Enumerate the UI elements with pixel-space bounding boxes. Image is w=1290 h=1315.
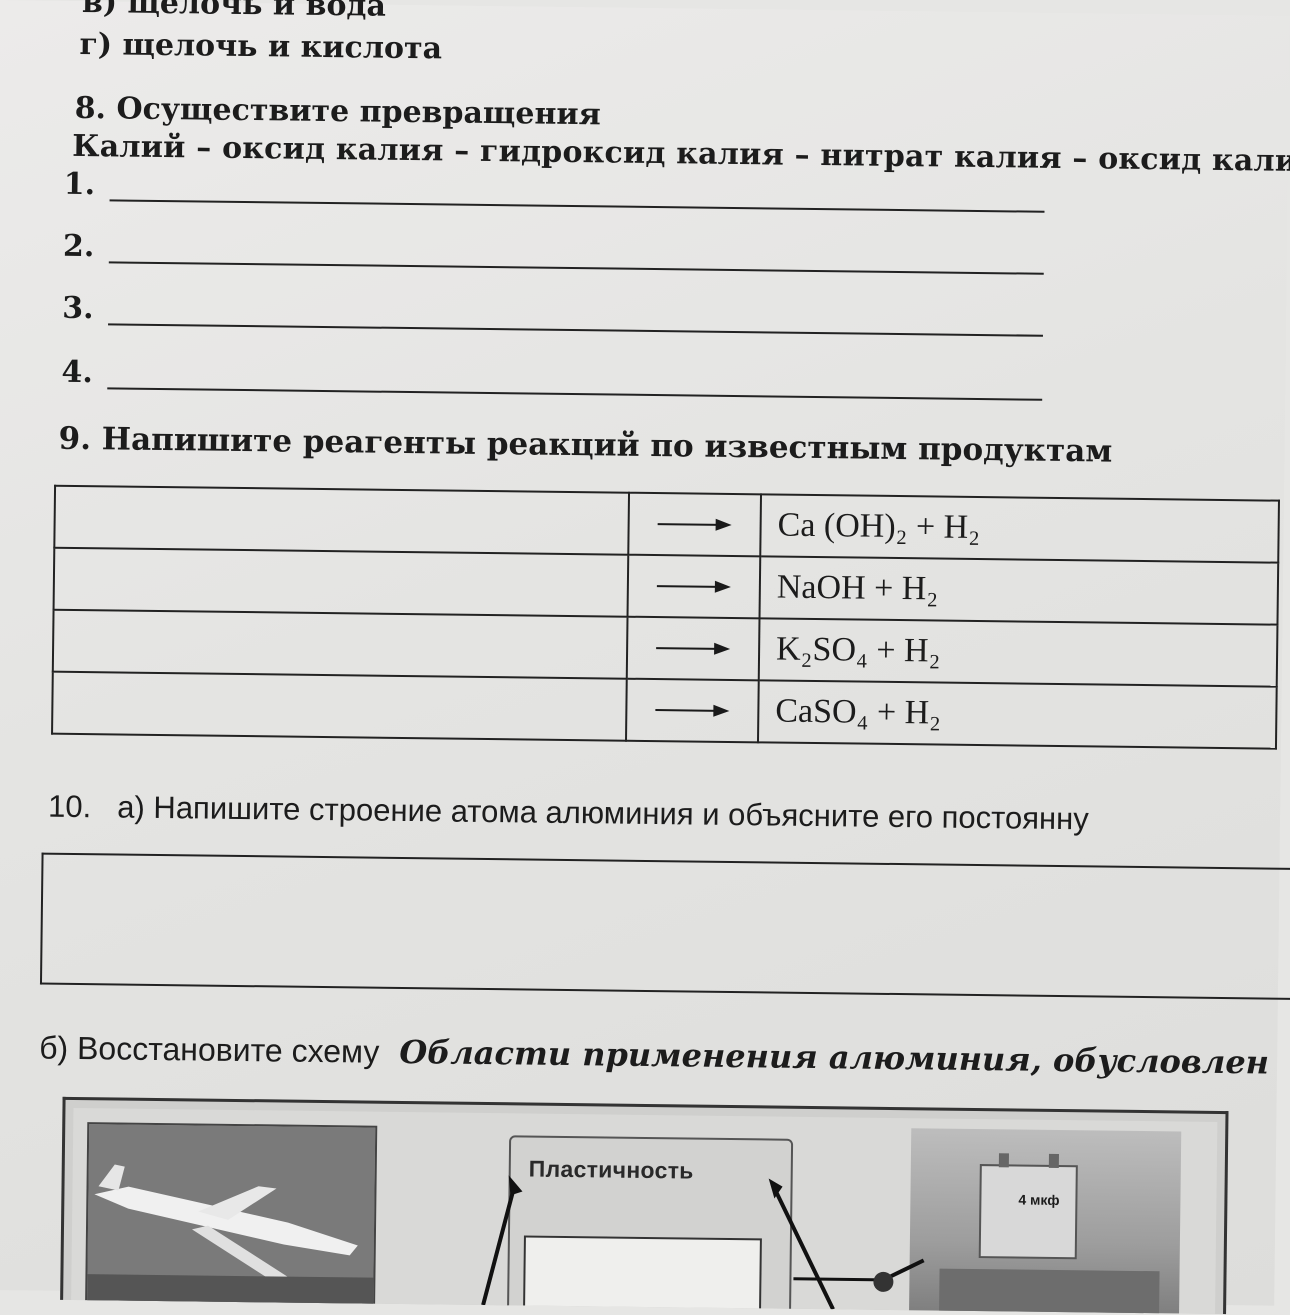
aluminium-scheme: Пластичность 4 мкф [60,1096,1229,1315]
question-10a-text: а) Напишите строение атома алюминия и об… [117,789,1089,837]
products-cell: Ca (OH)₂ + H₂ [760,494,1279,563]
reagents-cell[interactable] [52,671,627,741]
products-cell: NaOH + H₂ [759,556,1279,625]
arrow-right-icon [655,704,730,717]
question-10a: 10. а) Напишите строение атома алюминия и… [48,789,1089,838]
arrow-cell [625,678,759,743]
option-g: г) щелочь и кислота [79,26,443,67]
option-v-partial: в) щелочь и вода [81,0,387,24]
arrow-cell [626,616,760,681]
reagents-table: Ca (OH)₂ + H₂ NaOH + H₂ K₂SO₄ + H₂ CaSO₄… [51,485,1280,750]
question-10-number: 10. [47,788,92,825]
question-8-title: 8. Осуществите превращения [74,90,602,133]
arrow-right-icon [656,642,731,655]
answer-line-4[interactable] [107,387,1043,401]
question-9-title: 9. Напишите реагенты реакций по известны… [58,420,1113,470]
arrow-right-icon [656,580,731,593]
scheme-arrows [481,1175,925,1311]
answer-line-1[interactable] [109,199,1045,213]
arrow-cell [628,492,762,557]
reagents-cell[interactable] [53,547,629,617]
question-10b-italic: Области применения алюминия, обусловлен [399,1032,1270,1082]
answer-number-2: 2. [62,228,95,265]
answer-number-3: 3. [62,290,94,327]
answer-line-2[interactable] [108,261,1044,275]
answer-number-4: 4. [61,354,93,391]
products-cell: CaSO₄ + H₂ [757,680,1277,749]
answer-line-3[interactable] [108,323,1043,337]
question-8-chain: Калий – оксид калия – гидроксид калия – … [72,128,1290,180]
arrow-right-icon [657,518,732,531]
reagents-cell[interactable] [52,609,628,679]
answer-number-1: 1. [63,166,96,203]
reagents-cell[interactable] [54,485,630,555]
answer-box-10a[interactable] [39,852,1290,1000]
products-cell: K₂SO₄ + H₂ [758,618,1278,687]
arrow-cell [627,554,761,619]
question-10b: б) Восстановите схему Области применения … [39,1029,1269,1082]
question-10b-prefix: б) Восстановите схему [38,1029,380,1070]
